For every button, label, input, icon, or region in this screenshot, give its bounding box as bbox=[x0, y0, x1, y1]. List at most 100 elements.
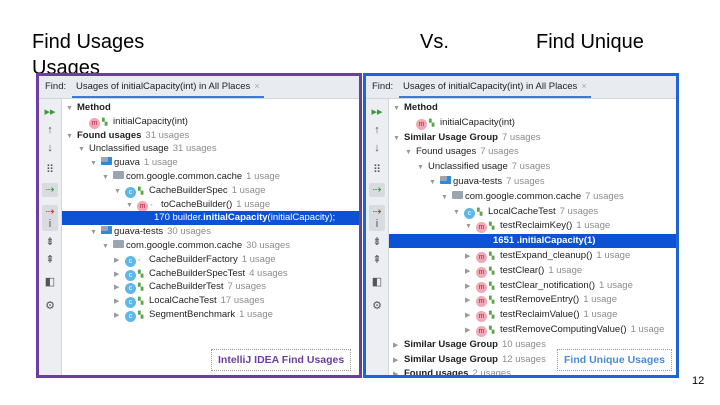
tree-row[interactable]: ▶m▚testRemoveEntry()1 usage bbox=[389, 293, 676, 308]
public-visibility-icon: ▚ bbox=[138, 270, 144, 278]
public-visibility-icon: ▚ bbox=[102, 118, 108, 126]
expand-arrow-icon[interactable]: ▼ bbox=[417, 164, 424, 172]
node-label: CacheBuilderFactory bbox=[149, 253, 238, 265]
tree-row[interactable]: ▼Method bbox=[62, 101, 359, 115]
collapsed-arrow-icon[interactable]: ▶ bbox=[393, 371, 399, 378]
expand-arrow-icon[interactable]: ▼ bbox=[393, 105, 400, 112]
collapsed-arrow-icon[interactable]: ▶ bbox=[465, 297, 471, 305]
usage-count: 1 usage bbox=[599, 279, 633, 291]
usage-count: 7 usages bbox=[501, 131, 541, 143]
next-occurrence-icon[interactable]: ↓ bbox=[47, 142, 53, 154]
tree-row[interactable]: ▼Method bbox=[389, 101, 676, 115]
expand-arrow-icon[interactable]: ▼ bbox=[66, 105, 73, 112]
expand-arrow-icon[interactable]: ▼ bbox=[465, 223, 472, 231]
collapsed-arrow-icon[interactable]: ▶ bbox=[114, 284, 120, 292]
collapsed-arrow-icon[interactable]: ▶ bbox=[114, 312, 120, 319]
expand-arrow-icon[interactable]: ▼ bbox=[126, 201, 133, 209]
show-write-access-icon[interactable]: ⇢ bbox=[42, 205, 58, 219]
module-icon bbox=[101, 226, 112, 235]
collapsed-arrow-icon[interactable]: ▶ bbox=[465, 267, 471, 275]
rerun-icon[interactable]: ▸▸ bbox=[44, 106, 56, 118]
info-icon[interactable]: i bbox=[42, 217, 58, 231]
show-read-access-icon[interactable]: ⇢ bbox=[42, 183, 58, 197]
collapse-all-icon[interactable]: ⇞ bbox=[372, 254, 382, 266]
collapse-all-icon[interactable]: ⇞ bbox=[45, 254, 55, 266]
close-icon[interactable]: × bbox=[581, 81, 587, 92]
tree-row[interactable]: m▚initialCapacity(int) bbox=[62, 115, 359, 129]
settings-icon[interactable]: ⚙ bbox=[45, 300, 55, 312]
tree-row[interactable]: ▶m▚testReclaimValue()1 usage bbox=[389, 308, 676, 323]
collapsed-arrow-icon[interactable]: ▶ bbox=[465, 327, 471, 334]
expand-arrow-icon[interactable]: ▼ bbox=[78, 146, 85, 154]
tree-row[interactable]: ▶m▚testClear()1 usage bbox=[389, 264, 676, 278]
group-by-icon[interactable]: ⠿ bbox=[372, 164, 382, 176]
collapsed-arrow-icon[interactable]: ▶ bbox=[465, 312, 471, 320]
tree-row[interactable]: ▼m◦toCacheBuilder()1 usage bbox=[62, 198, 359, 212]
info-icon[interactable]: i bbox=[369, 217, 385, 231]
selected-usage-row[interactable]: 170 builder.initialCapacity(initialCapac… bbox=[62, 211, 359, 226]
close-icon[interactable]: × bbox=[254, 81, 260, 92]
previous-occurrence-icon[interactable]: ↑ bbox=[47, 124, 53, 136]
tree-row[interactable]: m▚initialCapacity(int) bbox=[389, 116, 676, 130]
tab-usages[interactable]: Usages of initialCapacity(int) in All Pl… bbox=[399, 81, 591, 98]
tree-row[interactable]: ▶m▚testExpand_cleanup()1 usage bbox=[389, 249, 676, 263]
expand-arrow-icon[interactable]: ▼ bbox=[441, 193, 448, 201]
tree-row[interactable]: ▶m▚testRemoveComputingValue()1 usage bbox=[389, 323, 676, 337]
tab-usages[interactable]: Usages of initialCapacity(int) in All Pl… bbox=[72, 81, 264, 98]
next-occurrence-icon[interactable]: ↓ bbox=[374, 142, 380, 154]
expand-arrow-icon[interactable]: ▼ bbox=[429, 179, 436, 186]
preview-icon[interactable]: ◧ bbox=[44, 276, 56, 288]
expand-all-icon[interactable]: ⇟ bbox=[45, 236, 55, 248]
expand-arrow-icon[interactable]: ▼ bbox=[102, 174, 109, 181]
expand-arrow-icon[interactable]: ▼ bbox=[102, 243, 109, 250]
expand-arrow-icon[interactable]: ▼ bbox=[114, 187, 121, 195]
settings-icon[interactable]: ⚙ bbox=[372, 300, 382, 312]
collapsed-arrow-icon[interactable]: ▶ bbox=[114, 256, 120, 264]
usage-count: 2 usages bbox=[472, 368, 511, 378]
collapsed-arrow-icon[interactable]: ▶ bbox=[114, 298, 120, 306]
rerun-icon[interactable]: ▸▸ bbox=[371, 106, 383, 118]
expand-arrow-icon[interactable]: ▼ bbox=[66, 132, 73, 140]
preview-icon[interactable]: ◧ bbox=[371, 276, 383, 288]
collapsed-arrow-icon[interactable]: ▶ bbox=[465, 282, 471, 290]
group-by-icon[interactable]: ⠿ bbox=[45, 164, 55, 176]
collapsed-arrow-icon[interactable]: ▶ bbox=[114, 270, 120, 278]
selected-usage-row[interactable]: 1651 .initialCapacity(1) bbox=[389, 234, 676, 249]
expand-all-icon[interactable]: ⇟ bbox=[372, 236, 382, 248]
show-read-access-icon[interactable]: ⇢ bbox=[369, 183, 385, 197]
tree-row[interactable]: ▶m▚testClear_notification()1 usage bbox=[389, 279, 676, 293]
expand-arrow-icon[interactable]: ▼ bbox=[393, 134, 400, 142]
expand-arrow-icon[interactable]: ▼ bbox=[405, 149, 412, 157]
collapsed-arrow-icon[interactable]: ▶ bbox=[465, 253, 471, 260]
expand-arrow-icon[interactable]: ▼ bbox=[453, 208, 460, 216]
previous-occurrence-icon[interactable]: ↑ bbox=[374, 124, 380, 136]
expand-arrow-icon[interactable]: ▼ bbox=[90, 160, 97, 168]
tree-row[interactable]: ▼m▚testReclaimKey()1 usage bbox=[389, 219, 676, 234]
expand-arrow-icon[interactable]: ▼ bbox=[90, 229, 97, 237]
show-write-access-icon[interactable]: ⇢ bbox=[369, 205, 385, 219]
usage-count: 30 usages bbox=[167, 226, 211, 238]
collapsed-arrow-icon[interactable]: ▶ bbox=[393, 356, 399, 364]
collapsed-arrow-icon[interactable]: ▶ bbox=[393, 341, 399, 349]
